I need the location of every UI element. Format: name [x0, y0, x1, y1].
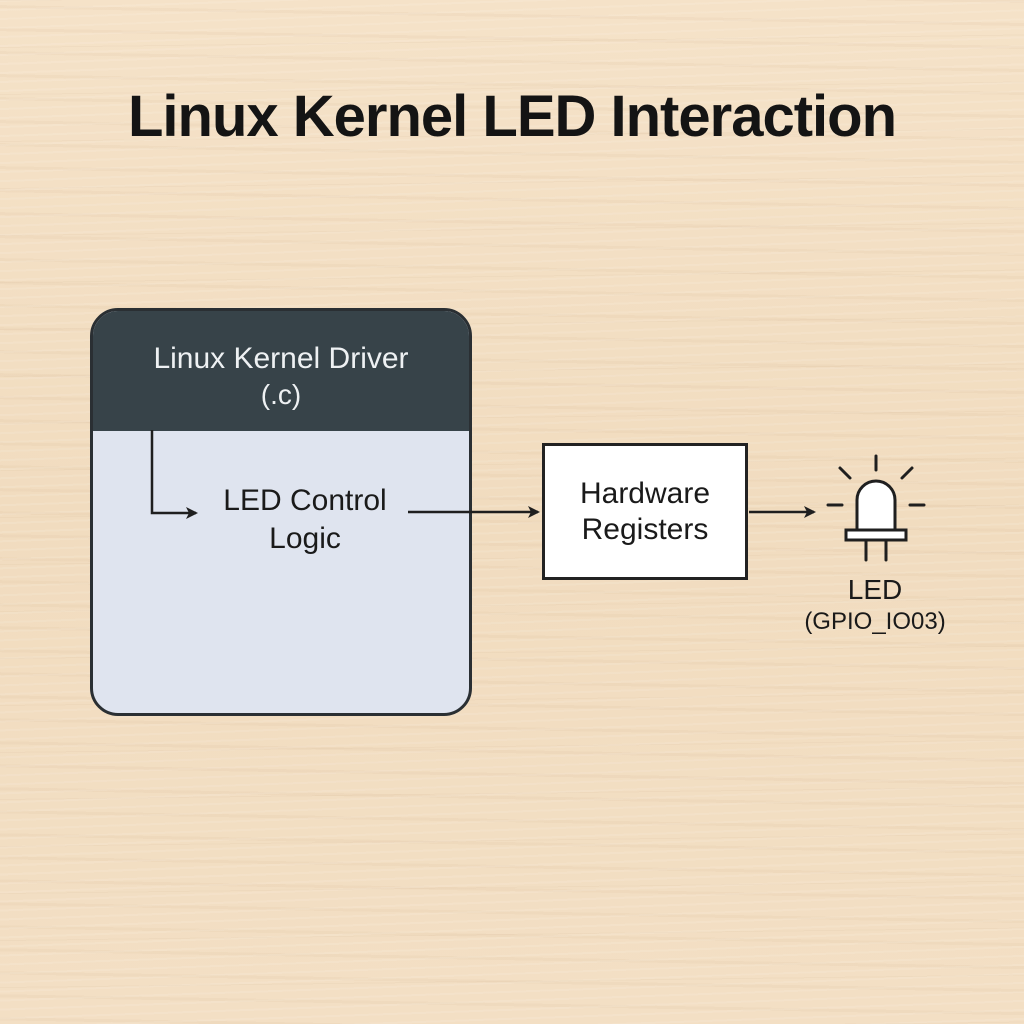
hardware-registers-label: Hardware Registers [580, 476, 710, 548]
hardware-registers-box: Hardware Registers [542, 443, 748, 580]
led-name: LED [847, 574, 903, 605]
hardware-registers-line1: Hardware [579, 476, 711, 510]
led-icon [826, 454, 926, 562]
led-control-logic-line2: Logic [269, 522, 341, 555]
diagram-title: Linux Kernel LED Interaction [128, 84, 897, 149]
hardware-registers-line2: Registers [581, 512, 709, 546]
kernel-driver-header: Linux Kernel Driver (.c) [93, 311, 469, 431]
led-label: LED (GPIO_IO03) [790, 574, 960, 638]
kernel-driver-subtitle: (.c) [260, 379, 302, 410]
led-control-logic-line1: LED Control [223, 484, 387, 517]
kernel-driver-title: Linux Kernel Driver [153, 342, 409, 375]
led-pin-label: (GPIO_IO03) [804, 608, 946, 635]
led-control-logic-label: LED Control Logic [205, 482, 405, 558]
